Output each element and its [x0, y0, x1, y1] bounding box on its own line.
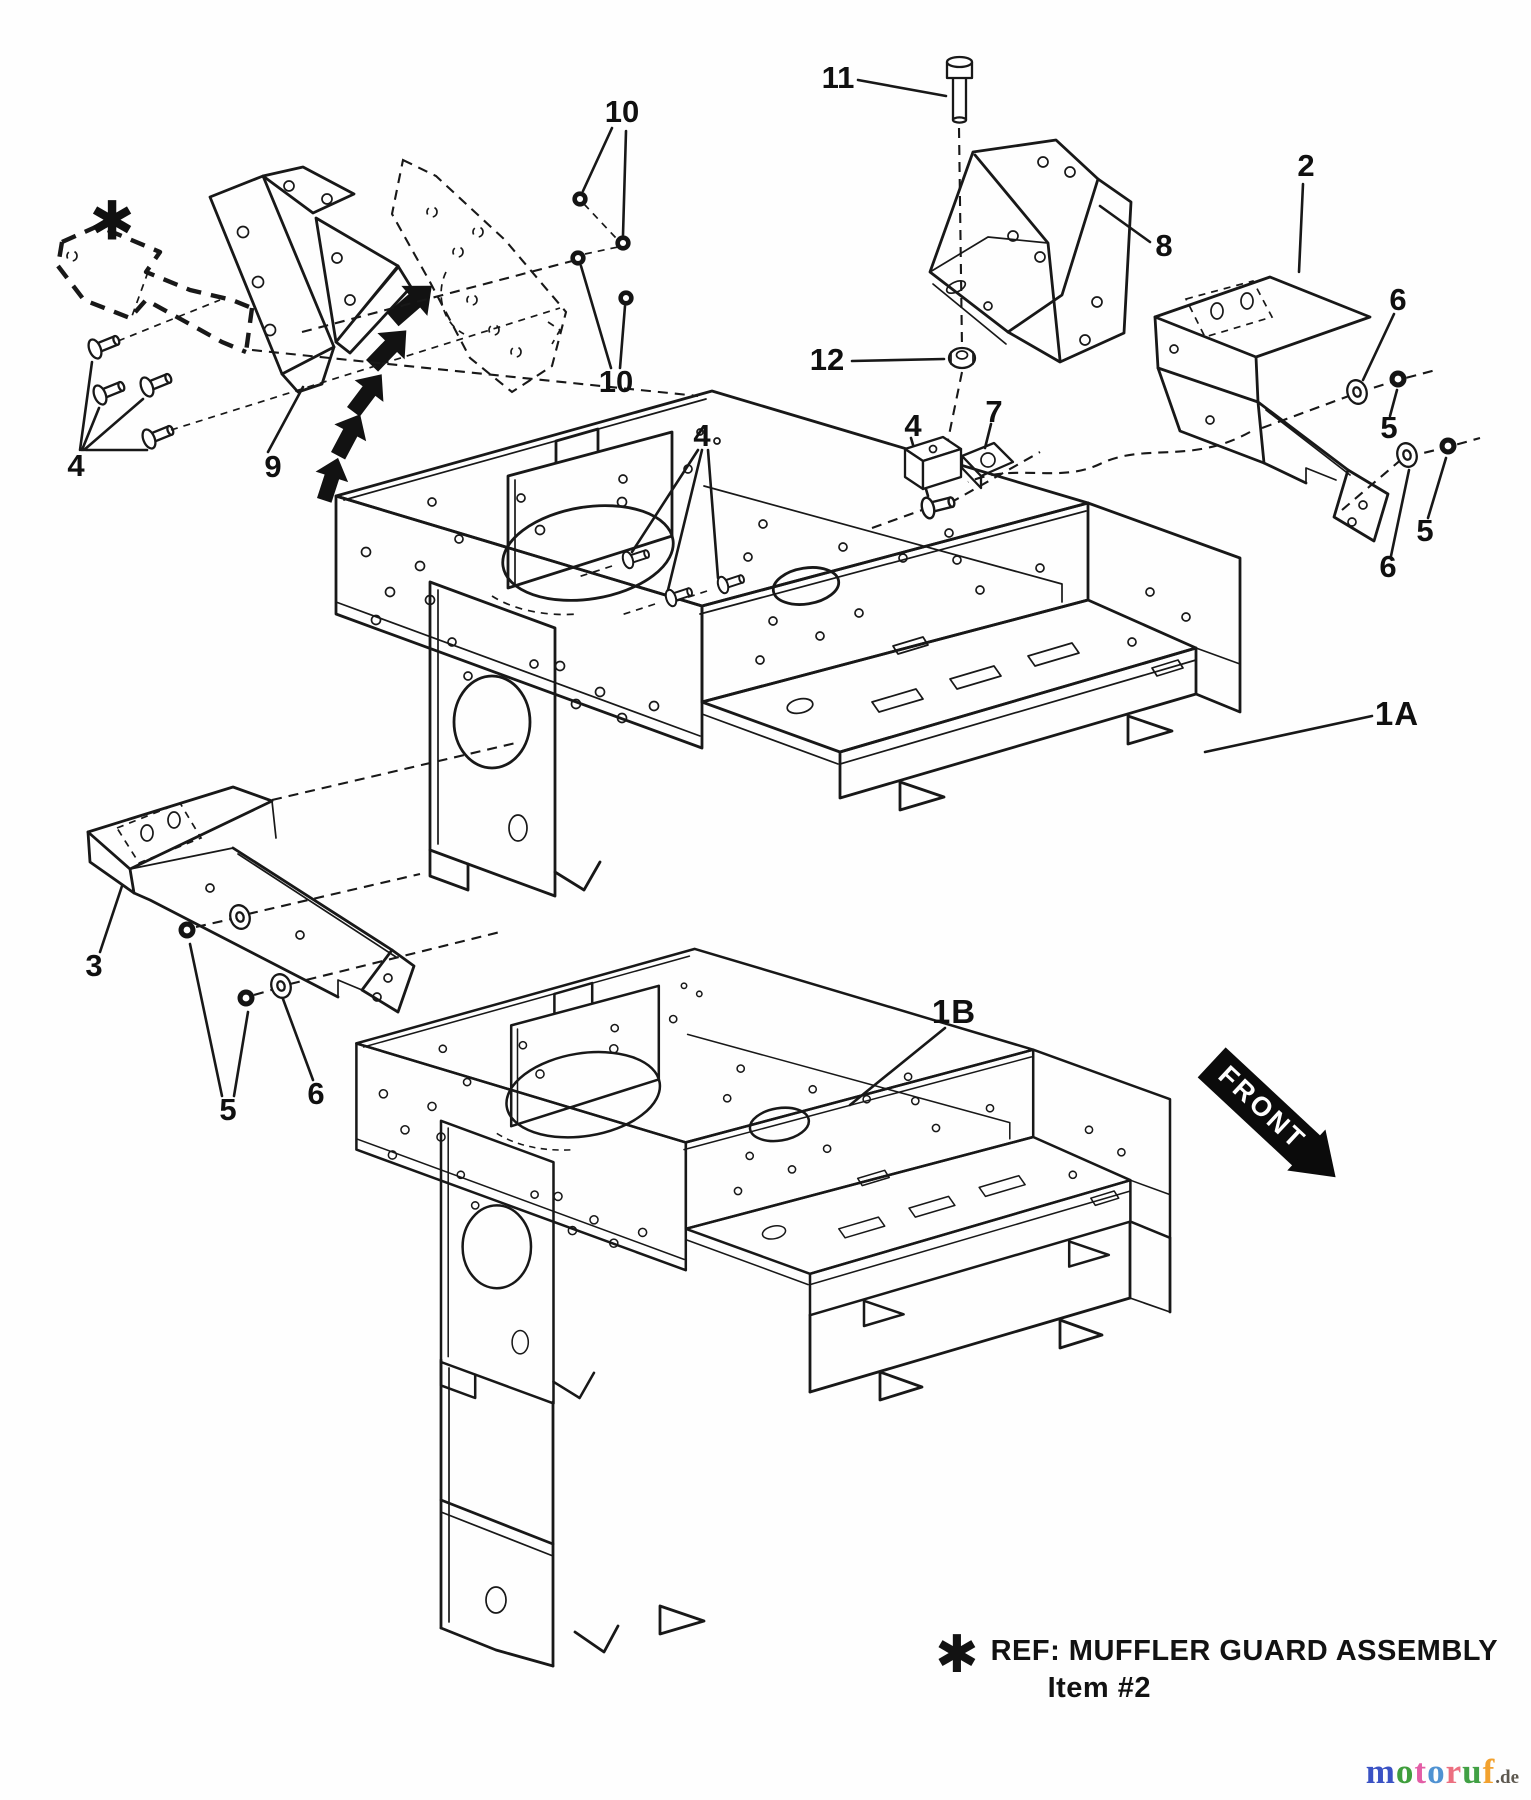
watermark-letter: r: [1445, 1752, 1463, 1791]
bracket-3-art: [86, 740, 521, 1014]
frame-1a-art: [334, 389, 1374, 898]
asterisk-icon: ✱: [935, 1625, 979, 1685]
frame-1b-art: [355, 947, 1172, 1405]
reference-note: ✱ REF: MUFFLER GUARD ASSEMBLY Item #2: [935, 1625, 1499, 1707]
watermark-letter: f: [1482, 1752, 1496, 1791]
washers-nuts-left: [178, 872, 501, 1098]
part-label-6-lower-right: 6: [1379, 549, 1397, 584]
part-label-5-left: 5: [219, 1092, 237, 1127]
part-label-1b: 1B: [931, 993, 977, 1030]
reference-note-line2: Item #2: [1047, 1672, 1152, 1704]
part-label-8: 8: [1155, 228, 1173, 263]
mounting-pad-art: [903, 371, 964, 491]
part-label-10-bottom: 10: [598, 364, 634, 399]
part-label-4-right: 4: [904, 408, 922, 443]
part-label-5-upper-right: 5: [1380, 410, 1398, 445]
construction-dashed-lines: [251, 258, 699, 398]
deck-bolts-item-4-center: [574, 448, 748, 617]
mount-plate-ghost-art: [390, 158, 568, 394]
part-label-1a: 1A: [1374, 695, 1420, 732]
muffler-guard-ghost-art: [55, 223, 255, 355]
nut-12-art: [850, 346, 977, 370]
bracket-2-art: [1153, 182, 1390, 543]
bracket-8-art: [928, 138, 1152, 364]
part-label-9: 9: [264, 449, 282, 484]
watermark-letter: o: [1427, 1752, 1446, 1791]
watermark-letter: o: [1395, 1752, 1415, 1791]
part-label-4-left: 4: [67, 448, 85, 483]
part-label-2: 2: [1297, 148, 1315, 183]
part-label-10-top: 10: [604, 94, 640, 129]
watermark-suffix: .de: [1495, 1767, 1519, 1788]
part-label-5-lower-right: 5: [1416, 513, 1434, 548]
part-label-3: 3: [85, 948, 103, 983]
watermark-letter: u: [1462, 1752, 1483, 1791]
watermark-letter: t: [1414, 1752, 1428, 1791]
bracket-9-art: [208, 165, 413, 454]
part-label-6-left: 6: [307, 1076, 325, 1111]
reference-note-line1: REF: MUFFLER GUARD ASSEMBLY: [990, 1635, 1499, 1667]
nuts-item-10: [570, 126, 634, 370]
part-label-11: 11: [821, 60, 855, 95]
watermark-letter: m: [1365, 1752, 1396, 1791]
screws-item-4-left: [78, 299, 561, 452]
part-label-4-center: 4: [693, 418, 711, 453]
frame-1b-extension-art: [439, 1220, 1172, 1668]
part-label-12: 12: [809, 342, 845, 377]
muffler-ref-asterisk: ✱: [89, 189, 135, 253]
washers-nuts-right: [1261, 312, 1481, 558]
watermark-motoruf: motoruf.de: [1366, 1752, 1519, 1792]
bolt-11-art: [856, 55, 974, 349]
part-label-7: 7: [985, 394, 1003, 429]
part-label-6-upper-right: 6: [1389, 282, 1407, 317]
